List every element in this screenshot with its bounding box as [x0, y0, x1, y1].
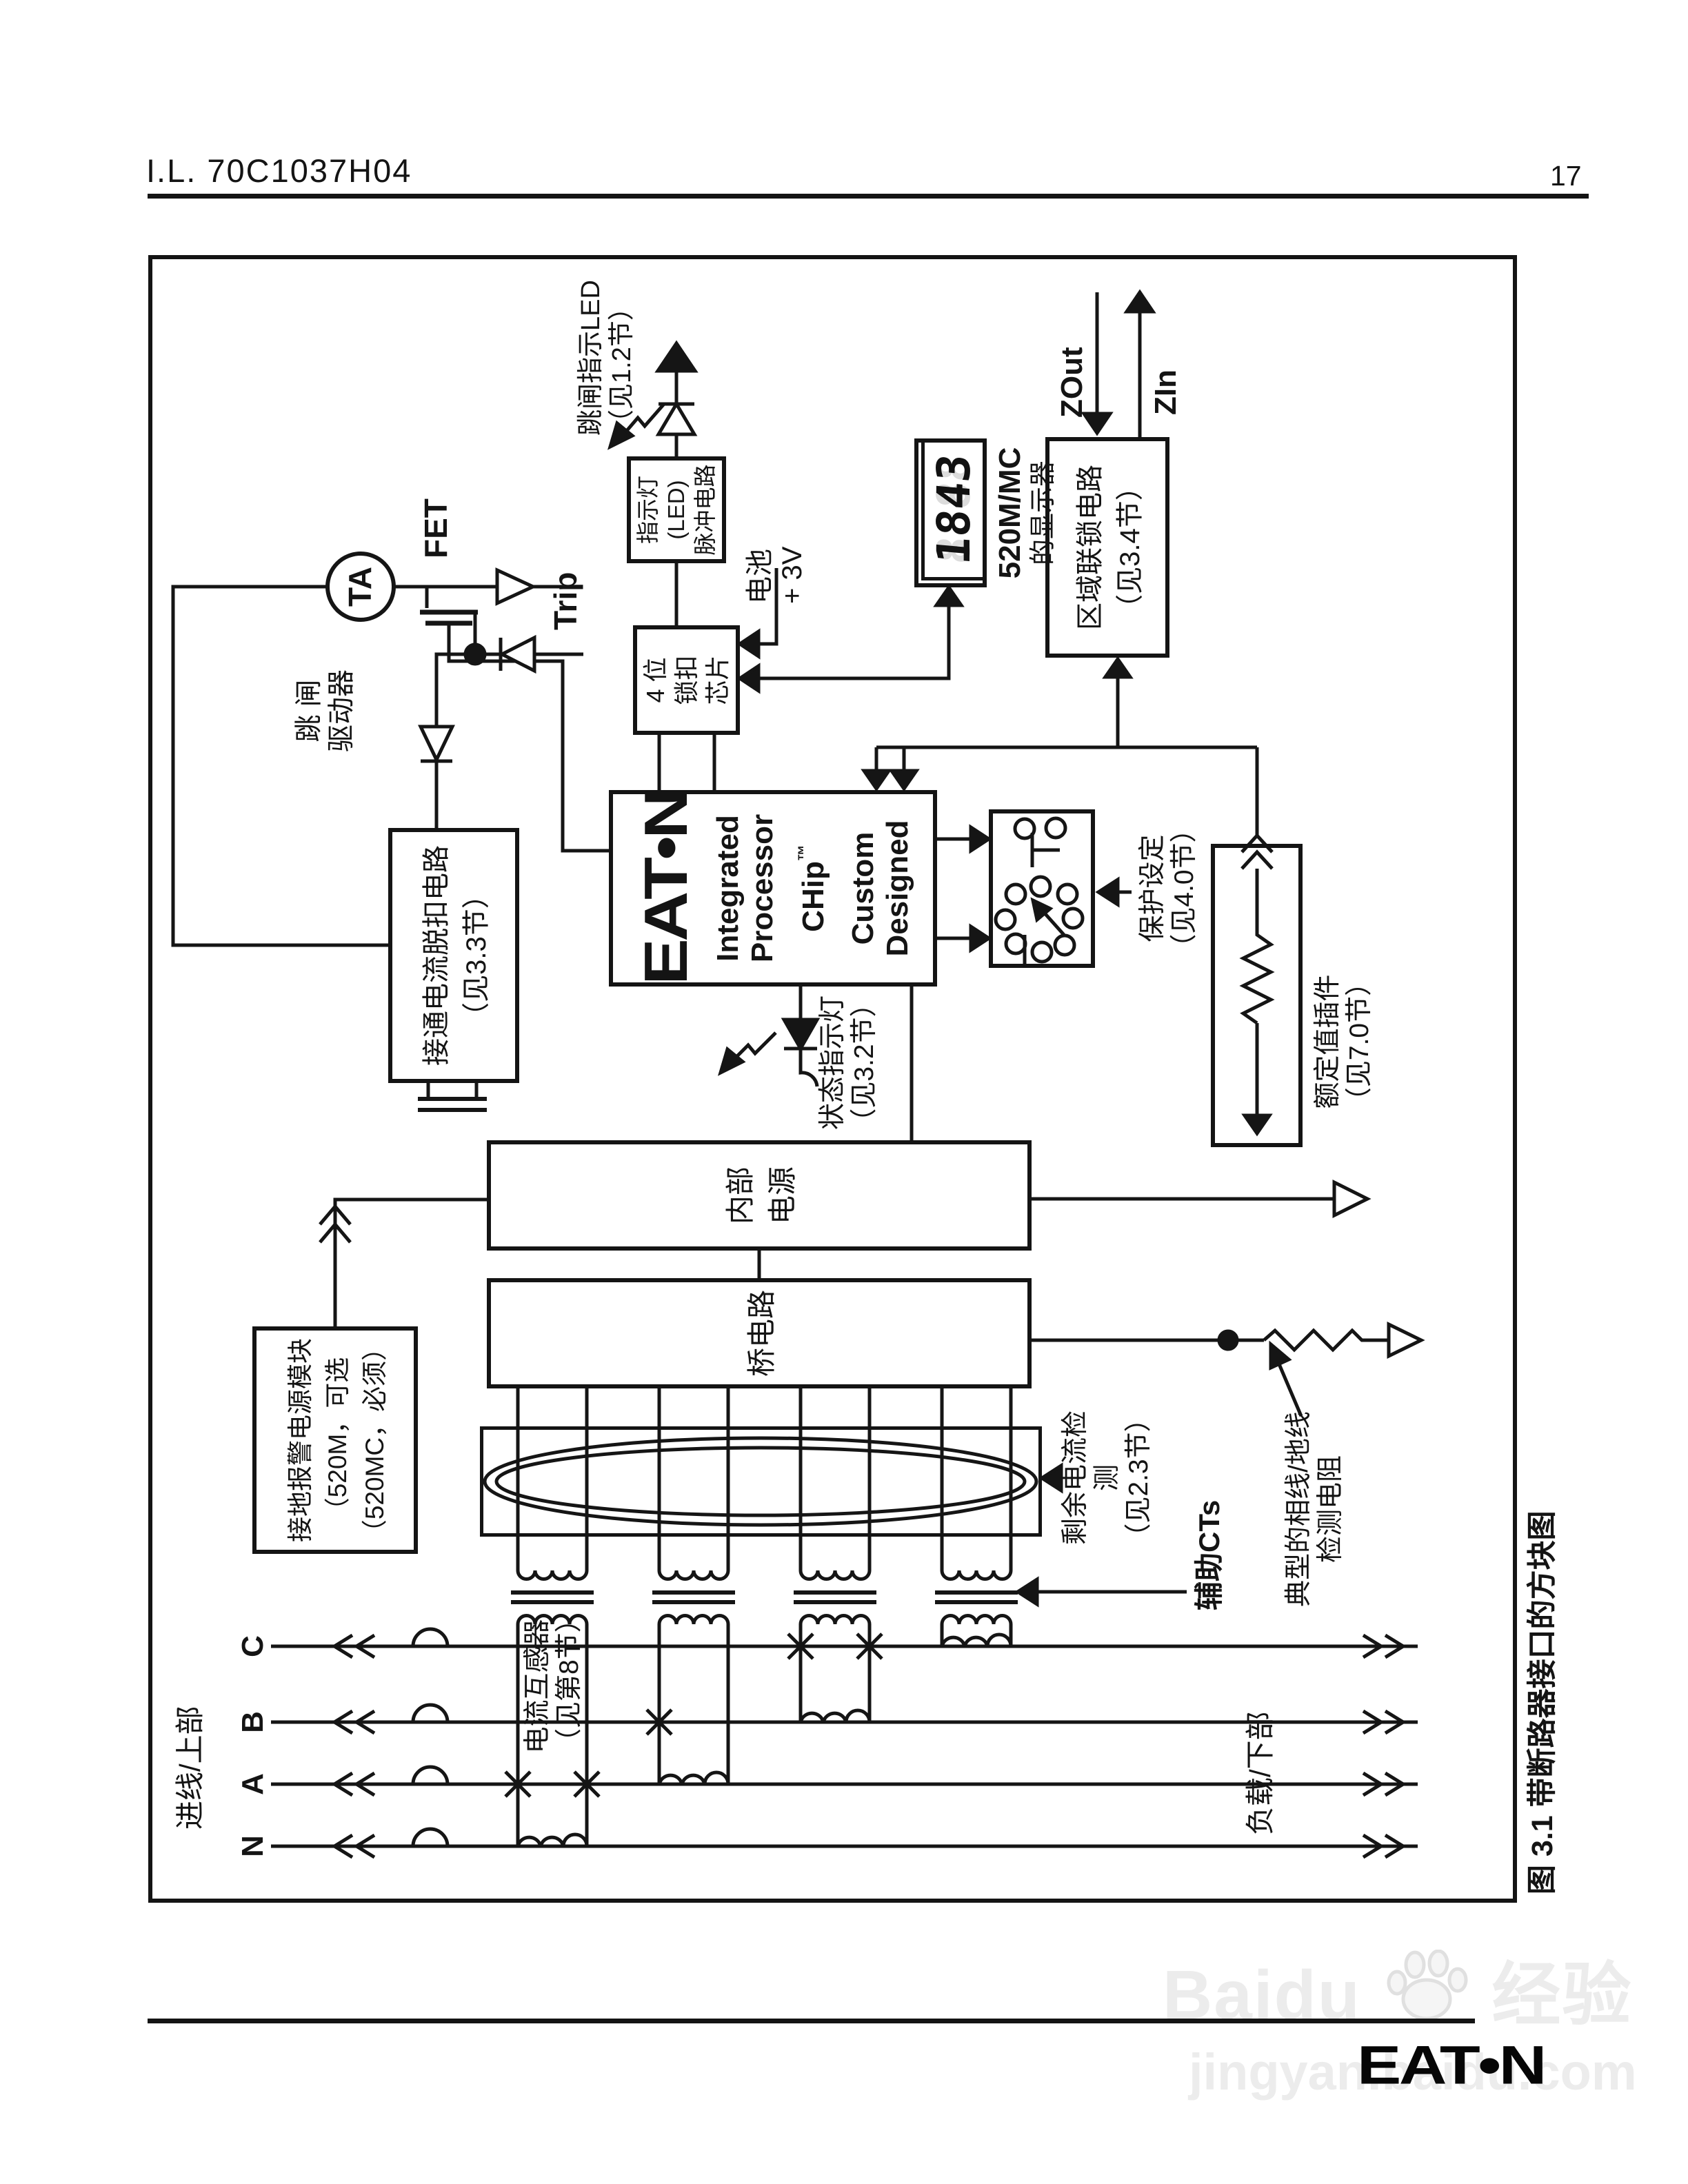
fet-icon	[420, 609, 609, 853]
zone-rail	[861, 656, 1257, 792]
ta-label: TA	[342, 567, 378, 607]
protection-arrow-icon	[1095, 876, 1132, 908]
phase-lines	[271, 1627, 1418, 1859]
zone-interlock-box: 区域联锁电路 （见3.4节）	[1045, 437, 1169, 658]
phase-label-n: N	[236, 1835, 270, 1857]
battery-feed	[736, 568, 778, 660]
header-rule	[148, 194, 1589, 199]
display-feed	[736, 584, 965, 694]
sense-resistor-icon	[1032, 1321, 1425, 1359]
rotary-switch-icon	[994, 816, 1085, 968]
zin-label: ZIn	[1149, 370, 1183, 415]
protection-label: 保护设定 （见4.0节）	[1138, 816, 1200, 961]
toroid-icon	[483, 1436, 1038, 1527]
trip-diode-icon	[475, 634, 583, 674]
ground-link	[319, 1197, 487, 1326]
rating-plug-line	[1239, 747, 1275, 1137]
rating-plug-label: 额定值插件 （见7.0节）	[1313, 969, 1375, 1115]
crossing-x-icon	[504, 1632, 883, 1798]
making-current-box: 接通电流脱扣电路 （见3.3节）	[388, 828, 519, 1083]
figure-area: 接地报警电源模块 （520M，可选 （520MC，必须） 桥电路 内部 电源 E…	[148, 255, 1517, 1903]
phase-label-a: A	[236, 1773, 270, 1795]
led-pulse-box: 指示灯 (LED) 脉冲电路	[627, 456, 726, 563]
page-number: 17	[1550, 160, 1582, 192]
rating-plug-box	[1211, 844, 1303, 1147]
figure-caption: 图 3.1 带断路器接口的方块图	[1526, 1510, 1559, 1894]
bridge-circuit-box: 桥电路	[487, 1278, 1032, 1388]
eaton-logo: EAT•N	[632, 791, 700, 985]
status-led-icon	[717, 987, 821, 1087]
aux-cts-label: 辅助CTs	[1193, 1499, 1225, 1610]
sense-resistor-label: 典型的相线/地线 检测电阻	[1284, 1411, 1346, 1607]
breaker-chevron-icon	[331, 1633, 376, 1859]
eaton-chip-box: EAT•N Integrated Processor CHip™ Custom …	[609, 790, 937, 987]
ct-coil-icon	[516, 1632, 1013, 1847]
residual-label: 剩余电流检测 （见2.3节）	[1061, 1405, 1154, 1550]
footer-rule	[148, 2019, 1475, 2023]
zin-arrow-icon	[1123, 289, 1156, 437]
phase-label-c: C	[236, 1635, 270, 1657]
doc-code: I.L. 70C1037H04	[146, 152, 412, 189]
ta-coil-icon	[171, 552, 429, 947]
latch-chip-box: 4 位 锁扣 芯片	[633, 625, 740, 735]
sense-label-arrow-icon	[1269, 1340, 1303, 1417]
load-chevron-icon	[1362, 1633, 1407, 1859]
residual-arrow-icon	[1038, 1462, 1063, 1494]
aux-ct-icon	[511, 1570, 1018, 1625]
trip-driver-label: 跳 闸 驱动器	[294, 669, 357, 752]
trip-buffer-icon	[427, 567, 581, 606]
fet-label: FET	[418, 498, 454, 558]
capacitor-icon	[418, 1083, 487, 1112]
trip-led-label: 跳闸指示LED （见1.2节）	[576, 280, 636, 436]
phase-label-b: B	[236, 1711, 270, 1733]
load-side-label: 负载/下部	[1244, 1711, 1276, 1835]
trip-label: Trip	[547, 572, 583, 630]
diagram-linework	[171, 289, 1425, 1859]
aux-ct-arrow-icon	[1014, 1576, 1187, 1608]
paw-icon	[1387, 1949, 1468, 2021]
residual-toroid-box	[480, 1426, 1042, 1537]
baidu-watermark: Baidu 经验 jingyan.baidu.com	[1163, 1939, 1659, 2101]
ct-secondary-lines	[516, 1388, 1013, 1846]
internal-power-box: 内部 电源	[487, 1140, 1032, 1251]
block-diagram: 接地报警电源模块 （520M，可选 （520MC，必须） 桥电路 内部 电源 E…	[148, 255, 1517, 1903]
battery-label: 电池 + 3V	[745, 546, 808, 604]
power-output-arrow-icon	[1032, 1179, 1372, 1219]
protection-settings-box	[989, 809, 1095, 968]
display-label: 520M/MC 的显示器	[993, 447, 1058, 579]
line-side-label: 进线/上部	[174, 1706, 206, 1830]
ct-label: 电流互感器 （见第8节）	[523, 1606, 585, 1755]
contact-arc-icon	[411, 1627, 450, 1847]
zout-label: ZOut	[1055, 347, 1089, 418]
eaton-brand-logo: EAT•N	[1357, 2034, 1547, 2096]
status-led-label: 状态指示灯 （见3.2节）	[818, 990, 880, 1135]
eaton-latch-links	[657, 735, 716, 790]
trip-led-icon	[607, 340, 699, 456]
seven-segment-display: 8888 1843	[921, 438, 987, 580]
ground-alarm-module-box: 接地报警电源模块 （520M，可选 （520MC，必须）	[252, 1326, 418, 1554]
making-diode-icon	[418, 652, 465, 828]
eaton-protection-arrows	[937, 824, 992, 953]
zout-arrow-icon	[1081, 292, 1114, 436]
